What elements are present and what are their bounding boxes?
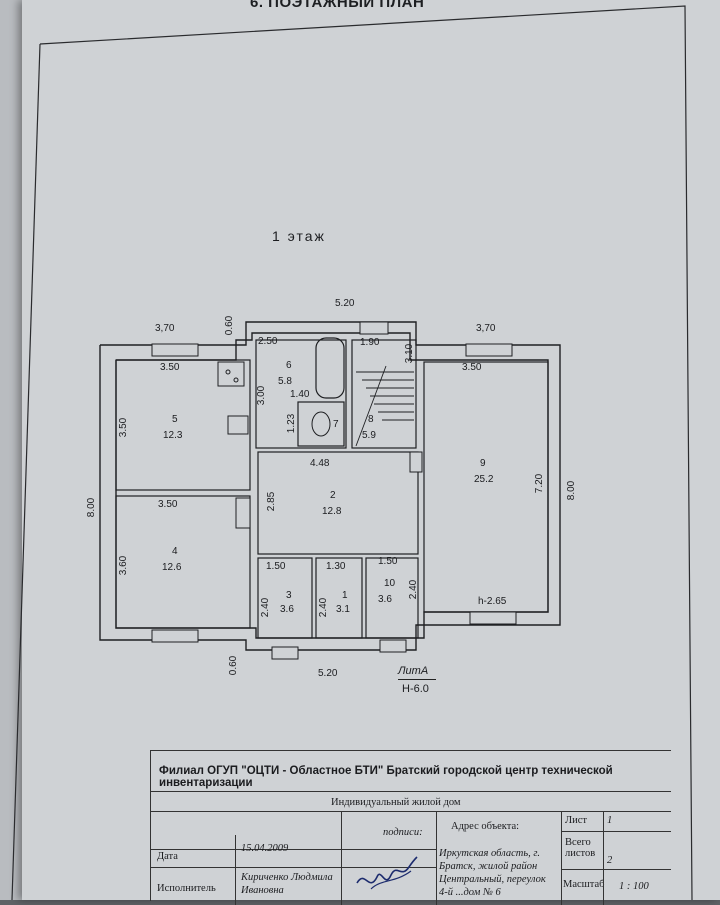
windows [151, 321, 517, 660]
stamp-address-value: Иркутская область, г. Братск, жилой райо… [439, 848, 546, 898]
room-7-depth: 1.23 [286, 413, 298, 434]
dim-offset-bottom: 0.60 [228, 655, 240, 676]
stamp-line [561, 869, 671, 870]
room-5-number: 5 [172, 414, 178, 425]
room-4-depth: 3.60 [118, 555, 130, 576]
drawing-frame [39, 5, 693, 900]
stamp-total-label: Всего листов [565, 837, 596, 859]
stamp-line [151, 867, 436, 868]
dim-top-left: 3,70 [155, 323, 175, 334]
room-3-depth: 2.40 [260, 597, 272, 618]
room-10-width: 1.50 [378, 556, 398, 567]
exterior-walls [99, 321, 561, 651]
room-7-width: 1.40 [290, 389, 310, 400]
stamp-line [561, 811, 562, 905]
room-6-depth: 3.00 [256, 385, 268, 406]
room-1-width: 1.30 [326, 561, 346, 572]
room-10-depth: 2.40 [408, 579, 420, 600]
stamp-date-value: 15.04.2009 [241, 843, 289, 854]
stairs [355, 365, 414, 447]
stamp-total-value: 2 [607, 855, 613, 866]
room-3-area: 3.6 [280, 604, 294, 615]
stamp-line [603, 811, 604, 905]
stamp-executor-label: Исполнитель [157, 883, 216, 894]
room-6-number: 6 [286, 360, 292, 371]
lit-divider [398, 679, 436, 680]
dim-top-right: 3,70 [476, 323, 496, 334]
stamp-sheet-label: Лист [565, 815, 587, 826]
stamp-signatures-label: подписи: [383, 827, 423, 838]
stamp-executor-value: Кириченко Людмила Ивановна [241, 872, 333, 896]
dim-top-overall: 5.20 [335, 298, 355, 309]
page-heading: 6. ПОЭТАЖНЫЙ ПЛАН [250, 0, 425, 11]
stamp-sheet-value: 1 [607, 815, 613, 826]
stamp-organization: Филиал ОГУП "ОЦТИ - Областное БТИ" Братс… [159, 765, 613, 789]
stamp-date-label: Дата [157, 851, 178, 862]
room-2-area: 12.8 [322, 506, 342, 517]
room-3-number: 3 [286, 590, 292, 601]
room-8-depth: 3.10 [404, 343, 416, 364]
stamp-scale-label: Масштаб [563, 879, 605, 890]
room-8-number: 8 [368, 414, 374, 425]
room-7-number: 7 [333, 419, 339, 430]
stamp-line [561, 831, 671, 832]
room-9-depth: 7.20 [534, 473, 546, 494]
floor-label: 1 этаж [272, 228, 326, 244]
stamp-line [151, 791, 671, 792]
dim-bottom-overall: 5.20 [318, 668, 338, 679]
stamp-line [151, 849, 436, 850]
room-5-area: 12.3 [163, 430, 183, 441]
drawing-frame-left [11, 43, 41, 900]
stamp-line [436, 811, 437, 905]
stamp-line [341, 811, 342, 905]
room-1-number: 1 [342, 590, 348, 601]
room-2-number: 2 [330, 490, 336, 501]
room-4-width: 3.50 [158, 499, 178, 510]
room-10-area: 3.6 [378, 594, 392, 605]
stamp-line [151, 811, 671, 812]
fixtures [217, 361, 331, 437]
room-5-width: 3.50 [160, 362, 180, 373]
room-1-area: 3.1 [336, 604, 350, 615]
dim-room9-height: h-2.65 [478, 596, 507, 607]
room-4-area: 12.6 [162, 562, 182, 573]
room-5-depth: 3.50 [118, 417, 130, 438]
room-6-area: 5.8 [278, 376, 292, 387]
room-8-area: 5.9 [362, 430, 376, 441]
stamp-address-header: Адрес объекта: [451, 821, 520, 832]
lit-label: ЛитА [398, 665, 429, 677]
room-9-area: 25.2 [474, 474, 494, 485]
room-9-width: 3.50 [462, 362, 482, 373]
dim-left-overall: 8.00 [86, 497, 98, 518]
dim-right-overall: 8.00 [566, 480, 578, 501]
lit-height: Н-6.0 [402, 683, 429, 695]
dim-corridor-width: 4.48 [310, 458, 330, 469]
room-4-number: 4 [172, 546, 178, 557]
executor-signature [356, 856, 418, 890]
stamp-scale-value: 1 : 100 [619, 881, 649, 892]
room-3-width: 1.50 [266, 561, 286, 572]
interior-walls [115, 337, 549, 639]
stamp-line [235, 835, 236, 905]
room-2-depth: 2.85 [266, 491, 278, 512]
dim-offset-top: 0.60 [224, 315, 236, 336]
room-1-depth: 2.40 [318, 597, 330, 618]
room-10-number: 10 [384, 578, 396, 589]
room-9-number: 9 [480, 458, 486, 469]
stamp-object: Индивидуальный жилой дом [331, 797, 461, 808]
room-6-width: 2.50 [258, 336, 278, 347]
title-stamp: Филиал ОГУП "ОЦТИ - Областное БТИ" Братс… [150, 750, 671, 905]
room-8-width: 1.90 [360, 337, 380, 348]
